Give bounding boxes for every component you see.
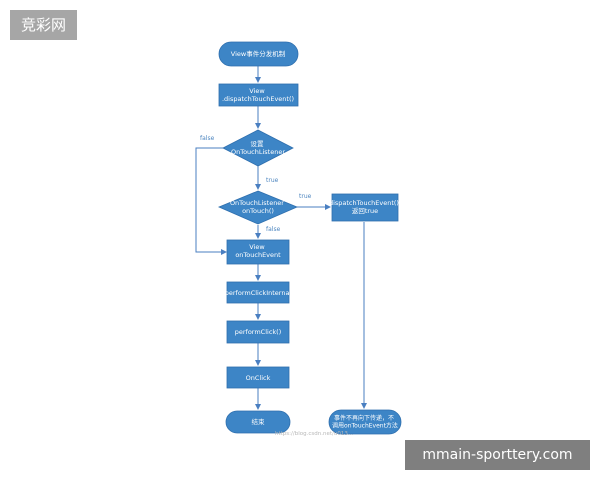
svg-text:事件不再向下传递，不 调用onTouchEven: 事件不再向下传递，不 调用onTouchEvent方法 [332, 414, 398, 430]
end-terminal-event-consumed: 事件不再向下传递，不 调用onTouchEvent方法 [328, 409, 402, 435]
svg-text:performClick(): performClick() [235, 328, 282, 336]
decision-on-touch-listener-set: 设置 OnTouchListener [222, 129, 294, 167]
site-label: mmain-sporttery.com [405, 440, 590, 470]
svg-text:设置 OnTouchListener: 设置 OnTouchListener [231, 139, 285, 156]
edge-label-true-2: true [299, 193, 312, 200]
process-dispatch-returns-true: dispatchTouchEvent() 返回true [329, 193, 401, 222]
blog-watermark: https://blog.csdn.net/u013... [275, 431, 353, 437]
decision-listener-on-touch: OnTouchListener onTouch() [217, 190, 299, 225]
svg-text:View .dispatchTouchEvent: View .dispatchTouchEvent() [222, 87, 294, 103]
process-perform-click-internal: performClickInternal [225, 281, 292, 304]
process-on-click: OnClick [226, 366, 290, 389]
svg-text:OnTouchListener onTouch(: OnTouchListener onTouch() [230, 199, 286, 215]
svg-text:View事件分发机制: View事件分发机制 [231, 49, 286, 58]
process-perform-click: performClick() [226, 320, 290, 344]
process-view-dispatch-touch-event: View .dispatchTouchEvent() [218, 83, 299, 107]
end-terminal: 结束 [225, 410, 291, 434]
svg-text:View onTouchEvent: View onTouchEvent [235, 243, 281, 259]
svg-text:dispatchTouchEvent() 返回t: dispatchTouchEvent() 返回true [329, 199, 401, 215]
svg-text:OnClick: OnClick [246, 374, 271, 382]
edge-label-false-1: false [200, 135, 215, 142]
brand-label: 竞彩网 [10, 10, 78, 40]
svg-text:performClickInternal: performClickInternal [225, 289, 292, 297]
svg-text:结束: 结束 [252, 417, 266, 426]
edge-label-false-2: false [266, 226, 281, 233]
edge-listener-check-false [195, 147, 227, 255]
start-terminal: View事件分发机制 [218, 41, 299, 67]
edge-label-true-1: true [266, 177, 279, 184]
process-view-on-touch-event: View onTouchEvent [226, 239, 290, 265]
